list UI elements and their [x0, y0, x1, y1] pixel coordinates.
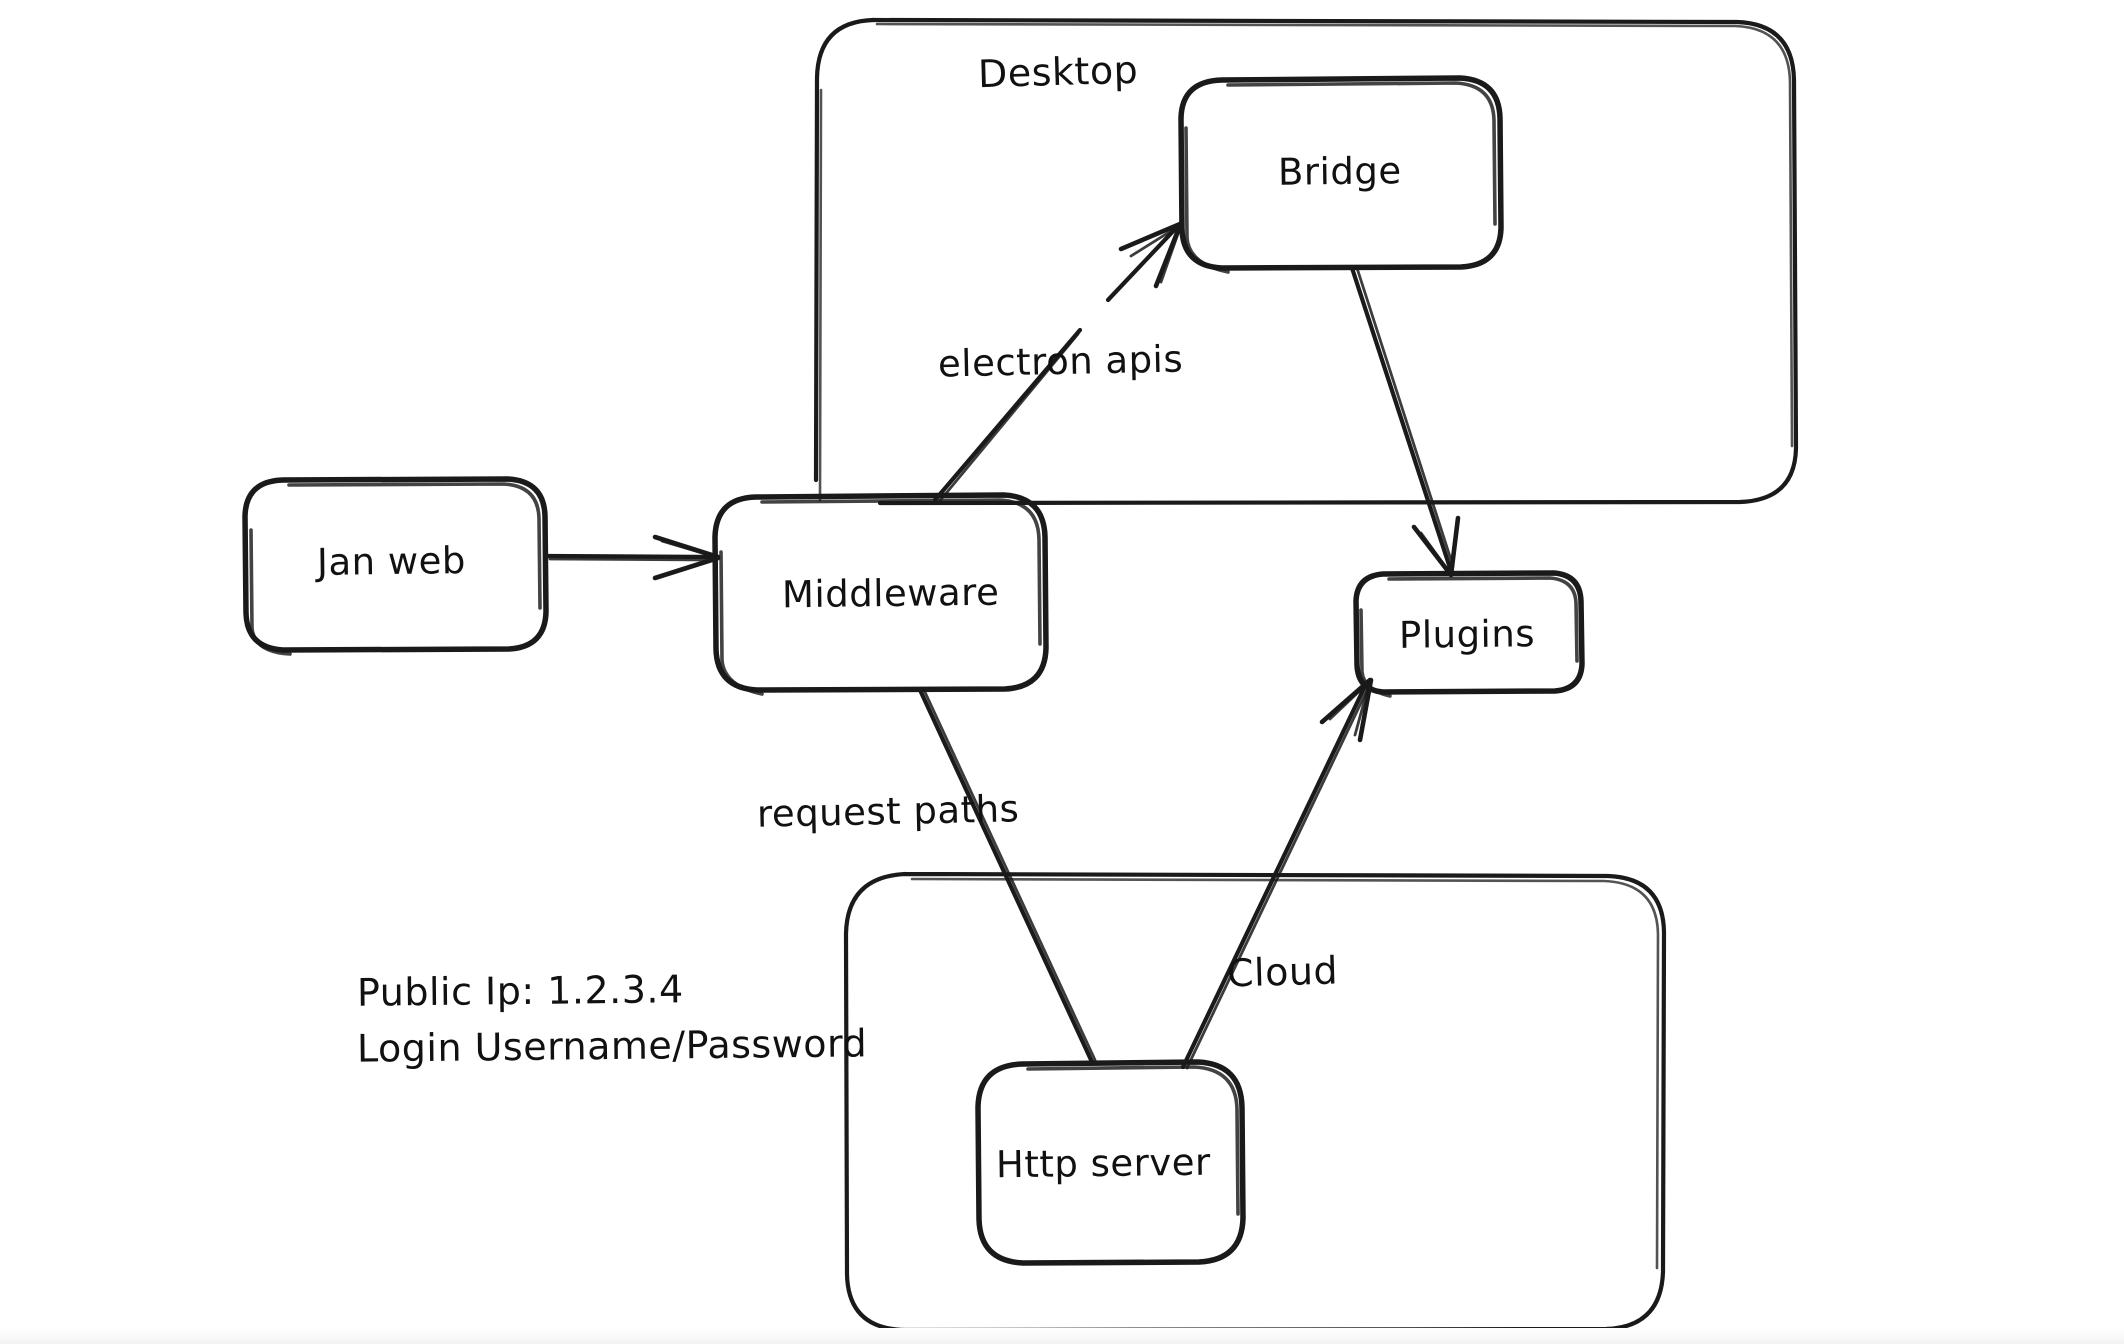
arrow-head-icon: [1448, 515, 1461, 578]
edge-label-request-paths: request paths: [756, 787, 1020, 836]
group-label-cloud: Cloud: [1226, 948, 1339, 996]
group-label-desktop: Desktop: [977, 47, 1139, 97]
node-bridge[interactable]: [1178, 75, 1504, 274]
edge-http-server-to-plugins: [1180, 677, 1374, 1070]
edge-label-electron-apis: electron apis: [937, 337, 1184, 386]
edge-jan-web-to-middleware: [544, 534, 721, 581]
node-label-bridge: Bridge: [1277, 149, 1402, 194]
node-middleware[interactable]: [712, 492, 1049, 696]
node-jan-web[interactable]: [242, 476, 549, 656]
group-cloud: [843, 871, 1667, 1333]
arrow-head-icon: [652, 555, 721, 581]
arrow-head-icon: [1118, 221, 1183, 252]
node-label-jan-web: Jan web: [316, 539, 467, 584]
node-label-plugins: Plugins: [1398, 612, 1536, 657]
node-label-middleware: Middleware: [781, 570, 1000, 617]
note-login-credentials: Login Username/Password: [356, 1021, 868, 1071]
node-http-server[interactable]: [975, 1059, 1246, 1266]
group-desktop: [813, 17, 1799, 506]
edge-bridge-to-plugins: [1349, 265, 1461, 578]
node-label-http-server: Http server: [995, 1140, 1211, 1187]
edge-middleware-to-bridge: [932, 220, 1184, 505]
note-public-ip: Public Ip: 1.2.3.4: [356, 967, 684, 1015]
arrow-head-icon: [1357, 677, 1374, 743]
bottom-edge-strip: [0, 1328, 2124, 1344]
edge-middleware-to-http-server: [917, 687, 1097, 1065]
